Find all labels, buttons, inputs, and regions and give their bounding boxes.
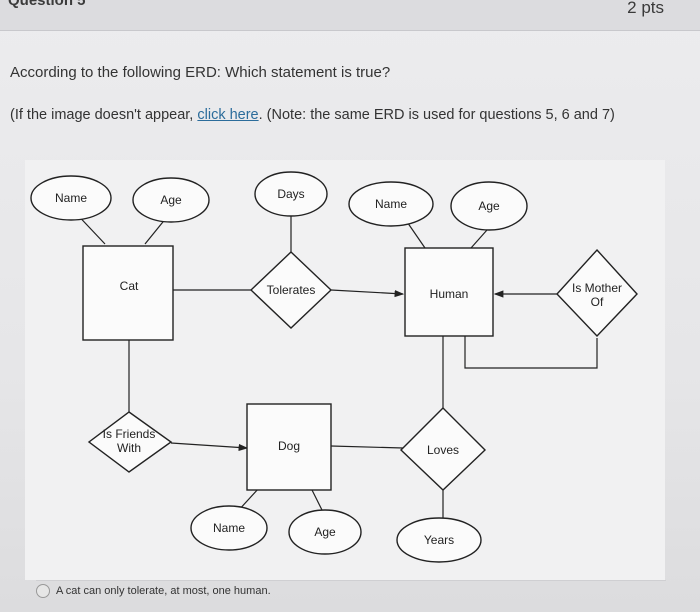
attribute-dog-age	[288, 509, 362, 555]
answer-divider	[36, 580, 666, 581]
connector-dog-loves	[330, 445, 404, 449]
answer-option-1[interactable]: A cat can only tolerate, at most, one hu…	[36, 584, 271, 598]
label-is-friends: Is Friends	[103, 427, 156, 441]
label-years: Years	[424, 533, 454, 547]
label-entity-human: Human	[430, 287, 469, 301]
attribute-human-name	[348, 181, 434, 227]
question-header: Question 5 2 pts	[0, 0, 700, 31]
connector-human-age	[470, 229, 488, 249]
label-cat-name: Name	[55, 191, 87, 205]
label-days: Days	[277, 187, 304, 201]
attribute-human-age	[450, 181, 528, 231]
entity-human	[404, 247, 494, 337]
question-note: (If the image doesn't appear, click here…	[10, 104, 650, 126]
connector-human-mother-loop	[464, 336, 598, 369]
question-title: Question 5	[8, 0, 86, 9]
label-is-mother: Is Mother	[572, 281, 622, 295]
relationship-tolerates	[249, 251, 333, 329]
label-of: Of	[591, 295, 604, 309]
connector-tolerates-human	[330, 289, 405, 298]
relationship-is-friends-with	[87, 411, 173, 473]
erd-diagram: Name Age Days Name Age Name Age Years Ca…	[25, 160, 665, 580]
entity-cat	[82, 245, 174, 341]
relationship-loves	[399, 407, 487, 491]
label-tolerates: Tolerates	[267, 283, 316, 297]
connector-friends-dog	[170, 442, 249, 452]
label-human-age: Age	[478, 199, 500, 213]
relationship-is-mother-of	[556, 248, 638, 338]
points-label: 2 pts	[627, 0, 664, 17]
note-text-before: (If the image doesn't appear,	[10, 107, 198, 123]
label-dog-age: Age	[314, 525, 336, 539]
label-entity-cat: Cat	[120, 279, 139, 293]
question-prompt: According to the following ERD: Which st…	[10, 64, 391, 81]
label-loves: Loves	[427, 443, 459, 457]
attribute-years	[396, 517, 482, 563]
note-text-after: . (Note: the same ERD is used for questi…	[258, 107, 615, 123]
entity-dog	[246, 403, 332, 491]
label-human-name: Name	[375, 197, 407, 211]
connector-dog-age	[310, 487, 324, 513]
image-link[interactable]: click here	[197, 107, 259, 123]
label-with: With	[117, 441, 141, 455]
label-entity-dog: Dog	[278, 439, 300, 453]
erd-svg: Name Age Days Name Age Name Age Years Ca…	[30, 171, 638, 563]
attribute-cat-age	[132, 177, 210, 223]
attribute-dog-name	[190, 505, 268, 551]
attribute-cat-name	[30, 175, 112, 221]
label-dog-name: Name	[213, 521, 245, 535]
radio-button[interactable]	[36, 584, 50, 598]
label-cat-age: Age	[160, 193, 182, 207]
answer-label: A cat can only tolerate, at most, one hu…	[56, 584, 271, 597]
attribute-days	[254, 171, 328, 217]
